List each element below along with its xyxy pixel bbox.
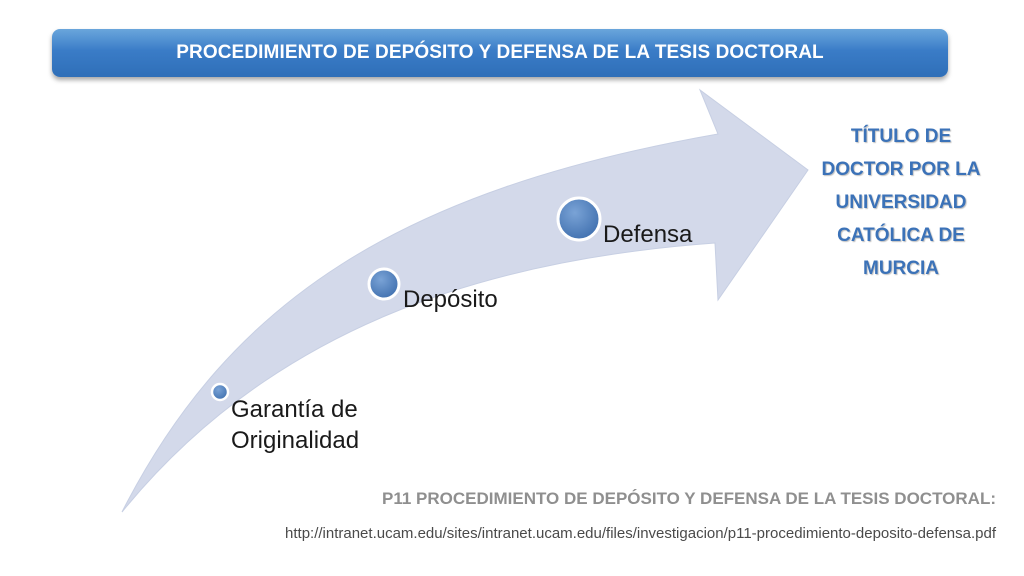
result-title-text: TÍTULO DE DOCTOR POR LA UNIVERSIDAD CATÓ…: [821, 126, 981, 279]
step-label-deposito: Depósito: [403, 286, 498, 313]
step-node-originalidad: [210, 382, 230, 402]
step-label-defensa: Defensa: [603, 221, 693, 248]
slide-title: PROCEDIMIENTO DE DEPÓSITO Y DEFENSA DE L…: [176, 42, 824, 63]
step-node-defensa: [556, 196, 602, 242]
curved-arrow-shape: [121, 88, 809, 513]
title-banner: PROCEDIMIENTO DE DEPÓSITO Y DEFENSA DE L…: [52, 29, 948, 77]
source-document-link[interactable]: http://intranet.ucam.edu/sites/intranet.…: [285, 525, 996, 542]
step-label-originalidad: Garantía de Originalidad: [231, 396, 360, 454]
step-node-deposito: [367, 267, 401, 301]
source-document-title: P11 PROCEDIMIENTO DE DEPÓSITO Y DEFENSA …: [381, 489, 996, 508]
